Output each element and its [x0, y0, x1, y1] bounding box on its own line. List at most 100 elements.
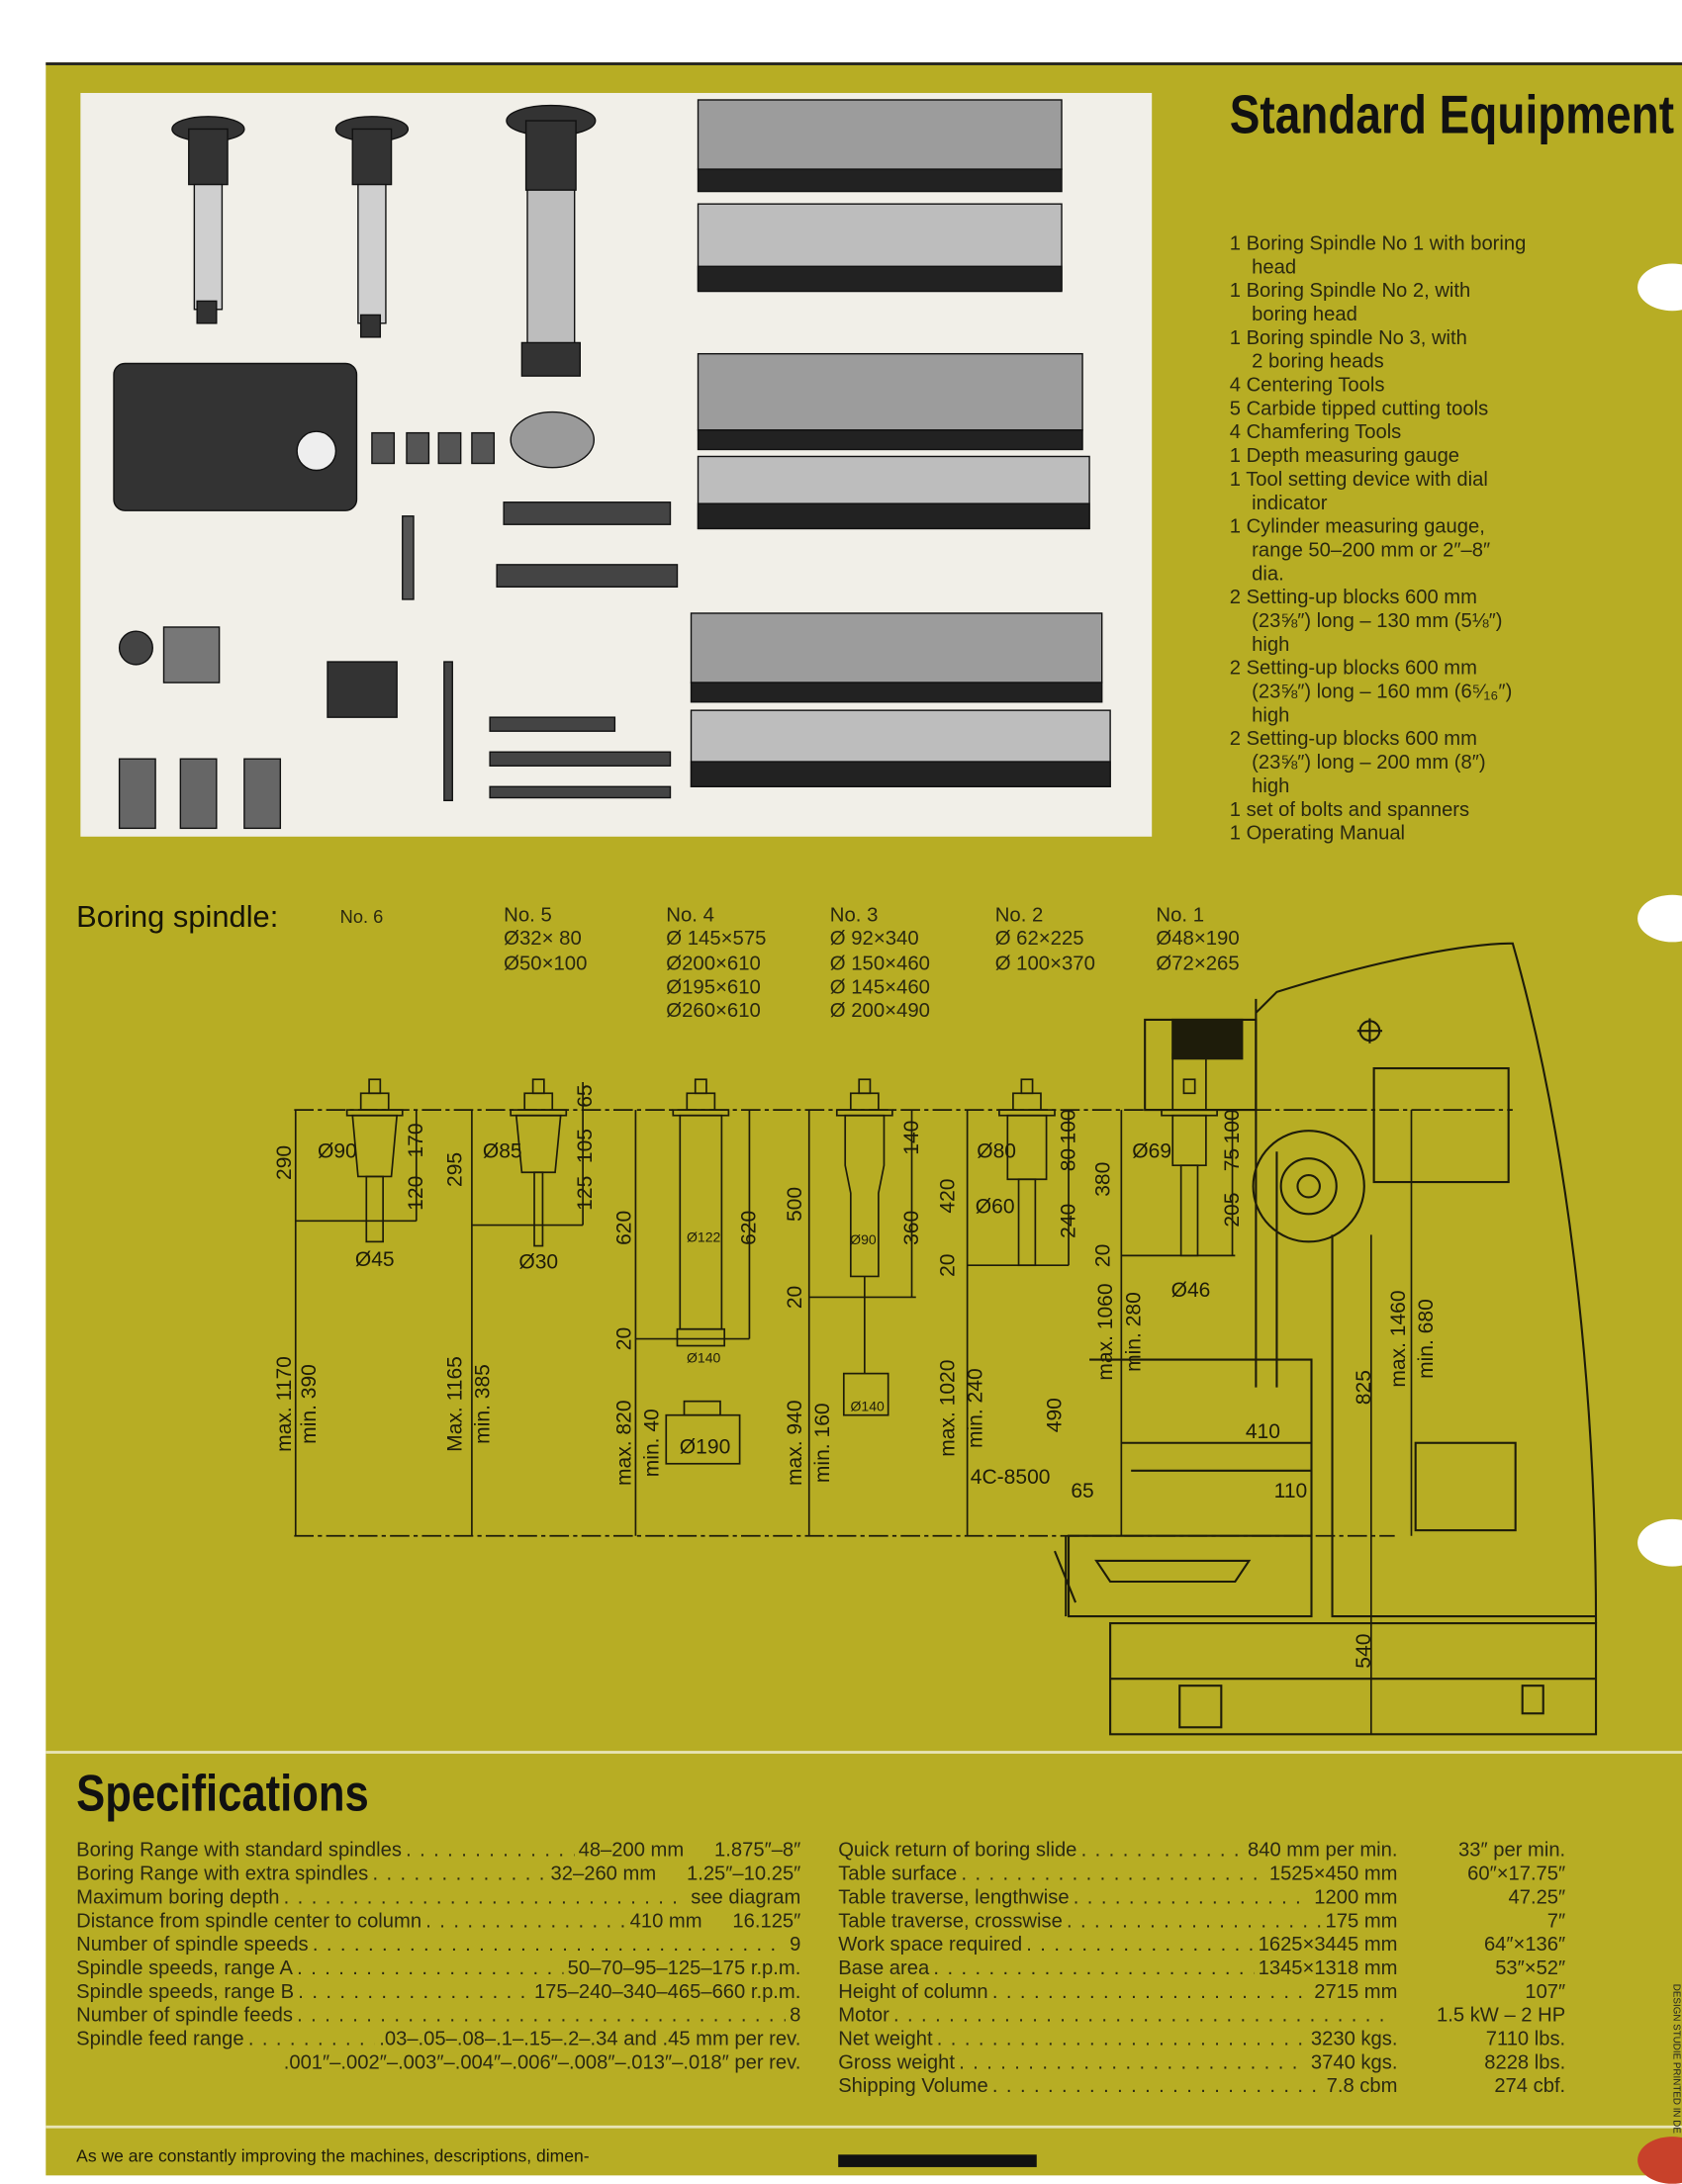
spec-metric: 9	[790, 1934, 801, 1956]
equipment-item-line: (23⅝″) long – 200 mm (8″)	[1252, 752, 1486, 774]
spec-row: Motor1.5 kW – 2 HP	[838, 2005, 1565, 2029]
dimension-label: 110	[1273, 1479, 1308, 1503]
spec-metric-group: Base area1345×1318 mm	[838, 1957, 1397, 1981]
spec-row: Quick return of boring slide840 mm per m…	[838, 1840, 1565, 1864]
dimension-label: 825	[1352, 1370, 1376, 1406]
spindle-no3-drawing	[835, 1078, 893, 1416]
dimension-label: max. 1020	[936, 1359, 960, 1457]
dimension-label: 20	[783, 1285, 807, 1310]
spec-row: Gross weight3740 kgs.8228 lbs.	[838, 2052, 1565, 2076]
dimension-label: max. 1060	[1093, 1283, 1118, 1381]
spec-label: Table surface	[838, 1863, 958, 1886]
dimension-label: Ø30	[518, 1250, 559, 1275]
dimension-label: 490	[1043, 1398, 1067, 1433]
spindle-dimension: Ø195×610	[666, 976, 761, 999]
equipment-item-line: 1 Boring spindle No 3, with	[1229, 327, 1467, 350]
spec-imperial: 33″ per min.	[1458, 1839, 1566, 1863]
equipment-item-line: 1 Boring Spindle No 2, with	[1229, 280, 1471, 303]
spec-label: Distance from spindle center to column	[76, 1910, 422, 1933]
spec-label: Spindle speeds, range A	[76, 1957, 293, 1980]
dimension-label: 500	[783, 1186, 807, 1223]
imprint-text: DESIGN STUDIE PRINTED IN DE	[1670, 1983, 1681, 2134]
spec-metric-group: Height of column2715 mm	[838, 1981, 1397, 2005]
spindle-dimension: Ø 145×460	[829, 976, 931, 999]
spindle-number: No. 4	[666, 904, 714, 927]
spec-metric: .03–.05–.08–.1–.15–.2–.34 and .45 mm per…	[379, 2028, 801, 2051]
dimension-label: 105	[573, 1129, 598, 1164]
spec-metric: 7.8 cbm	[1326, 2075, 1398, 2098]
spec-label: Base area	[838, 1957, 930, 1980]
dimension-label: 100	[1057, 1109, 1080, 1144]
spec-row: Spindle feed range.03–.05–.08–.1–.15–.2–…	[76, 2029, 800, 2052]
section-divider	[46, 2125, 1682, 2129]
spindle-no4-drawing	[665, 1078, 741, 1465]
equipment-item-line: 5 Carbide tipped cutting tools	[1229, 398, 1489, 420]
spec-metric-group: Quick return of boring slide840 mm per m…	[838, 1840, 1397, 1864]
spindle-dimension: Ø48×190	[1156, 928, 1240, 952]
equipment-item: 2 Setting-up blocks 600 mm(23⅝″) long – …	[1230, 587, 1527, 658]
black-bar	[838, 2154, 1037, 2167]
equipment-item-line: 1 Boring Spindle No 1 with boring	[1229, 232, 1527, 256]
spec-label: Net weight	[838, 2028, 933, 2051]
spindle-number: No. 3	[829, 904, 879, 927]
machine-outline	[1054, 942, 1598, 1736]
spec-metric: 2715 mm	[1314, 1980, 1398, 2004]
gauge-case-image	[113, 362, 358, 511]
spec-row: Boring Range with extra spindles32–260 m…	[76, 1864, 800, 1887]
spec-metric-group: Work space required1625×3445 mm	[838, 1934, 1397, 1957]
spec-metric: 175–240–340–465–660 r.p.m.	[533, 1980, 801, 2004]
equipment-item-line: 4 Chamfering Tools	[1229, 421, 1402, 444]
spindle-dimension: Ø 62×225	[994, 928, 1084, 952]
dimension-label: Ø46	[1170, 1278, 1211, 1303]
spindle-dimension: Ø72×265	[1156, 953, 1240, 975]
spindle-number: No. 5	[504, 904, 552, 927]
dot-leader	[406, 1840, 574, 1864]
standard-equipment-title: Standard Equipment	[1229, 85, 1675, 146]
equipment-item-line: 1 Depth measuring gauge	[1229, 445, 1460, 468]
spec-imperial: 8228 lbs.	[1484, 2051, 1566, 2074]
dot-leader	[992, 2075, 1323, 2099]
spec-row: Number of spindle feeds8	[76, 2005, 800, 2029]
spec-label: Boring Range with standard spindles	[76, 1839, 402, 1863]
dimension-label: Ø80	[977, 1139, 1016, 1164]
equipment-item: 1 set of bolts and spanners	[1230, 799, 1527, 823]
dimension-label: Ø190	[679, 1435, 731, 1459]
spec-label: Work space required	[838, 1934, 1023, 1956]
dot-leader	[933, 1957, 1254, 1981]
equipment-item-line: 2 Setting-up blocks 600 mm	[1229, 587, 1477, 609]
dot-leader	[959, 2052, 1307, 2076]
dimension-label: 140	[899, 1120, 924, 1155]
equipment-item: 2 Setting-up blocks 600 mm(23⅝″) long – …	[1230, 728, 1527, 799]
spec-imperial: 64″×136″	[1483, 1934, 1566, 1956]
spec-label: Motor	[838, 2004, 889, 2028]
dot-leader	[1081, 1840, 1244, 1864]
dimension-label: min. 280	[1122, 1292, 1146, 1372]
dimension-label: 295	[443, 1151, 467, 1187]
spec-imperial: 1.875″–8″	[714, 1839, 801, 1863]
dimension-label: 20	[936, 1253, 960, 1277]
dimension-label: 205	[1220, 1192, 1245, 1228]
spec-label: Boring Range with extra spindles	[76, 1863, 369, 1886]
setting-up-blocks-image	[690, 99, 1111, 787]
equipment-item: 4 Chamfering Tools	[1230, 421, 1527, 445]
dimension-label: 20	[612, 1326, 637, 1351]
dimension-label: 290	[272, 1144, 297, 1180]
dot-leader	[937, 2029, 1307, 2052]
equipment-item-line: dia.	[1252, 563, 1284, 586]
dot-leader	[992, 1981, 1310, 2005]
dimension-label: Ø69	[1132, 1139, 1172, 1164]
spindle-number: No. 1	[1156, 904, 1205, 927]
equipment-item-line: 1 Tool setting device with dial	[1229, 469, 1488, 492]
dimension-label: 75	[1220, 1147, 1245, 1172]
spec-metric: 175 mm	[1325, 1910, 1398, 1933]
dot-leader	[1026, 1934, 1254, 1957]
equipment-item-line: high	[1252, 775, 1290, 798]
specifications-left-column: Boring Range with standard spindles48–20…	[76, 1840, 800, 2075]
